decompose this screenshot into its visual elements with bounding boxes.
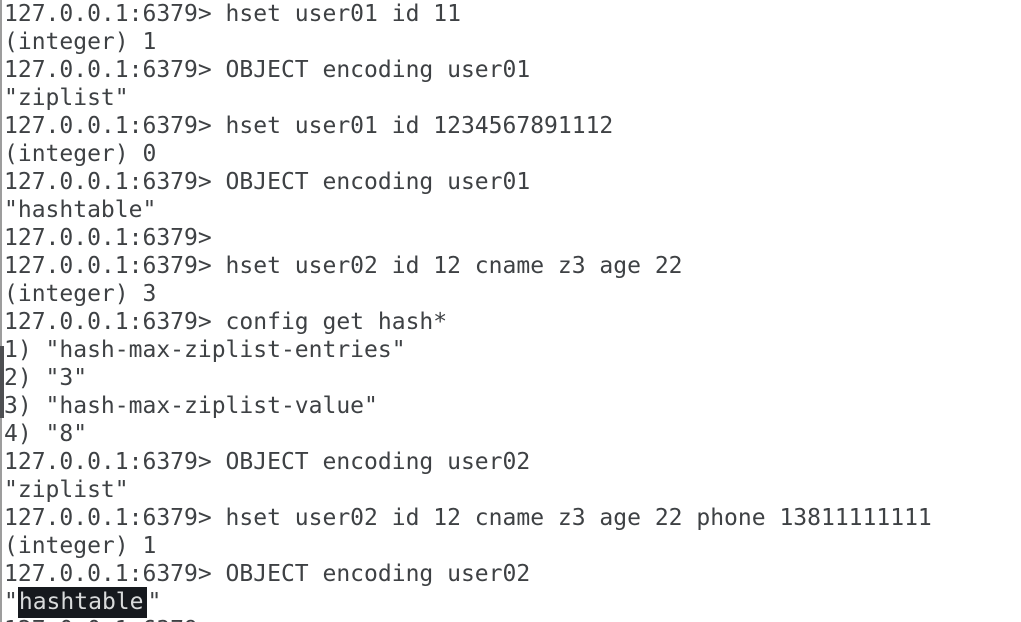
terminal-line: 127.0.0.1:6379> OBJECT encoding user02 (4, 448, 1021, 476)
scrollbar-rail[interactable] (0, 0, 2, 622)
terminal-line: "hashtable" (4, 196, 1021, 224)
terminal-text: 127.0.0.1:6379> config get hash* (4, 309, 448, 335)
terminal-line: (integer) 1 (4, 532, 1021, 560)
terminal-text: 4) "8" (4, 421, 88, 447)
terminal-text: 127.0.0.1:6379> hset user01 id 123456789… (4, 113, 614, 139)
terminal-text: " (4, 589, 18, 615)
terminal-line: 127.0.0.1:6379> hset user01 id 11 (4, 0, 1021, 28)
terminal-text: "ziplist" (4, 477, 129, 503)
terminal-text: 127.0.0.1:6379> OBJECT encoding user02 (4, 561, 531, 587)
terminal-text: "ziplist" (4, 85, 129, 111)
terminal-text: 3) "hash-max-ziplist-value" (4, 393, 378, 419)
terminal-text: 127.0.0.1:6379> OBJECT encoding user02 (4, 449, 531, 475)
terminal-line: "ziplist" (4, 84, 1021, 112)
terminal-line: (integer) 0 (4, 140, 1021, 168)
terminal-line: (integer) 3 (4, 280, 1021, 308)
terminal-line: 127.0.0.1:6379> OBJECT encoding user02 (4, 560, 1021, 588)
terminal-line: 1) "hash-max-ziplist-entries" (4, 336, 1021, 364)
terminal-text: 127.0.0.1:6379> hset user01 id 11 (4, 1, 461, 27)
terminal-line: 2) "3" (4, 364, 1021, 392)
terminal-line: 127.0.0.1:6379> hset user02 id 12 cname … (4, 252, 1021, 280)
terminal-line: (integer) 1 (4, 28, 1021, 56)
terminal-text: "hashtable" (4, 197, 157, 223)
terminal-text: (integer) 1 (4, 29, 157, 55)
terminal-text: 127.0.0.1:6379> OBJECT encoding user01 (4, 169, 531, 195)
scrollbar-thumb[interactable] (0, 346, 4, 418)
terminal-text: (integer) 0 (4, 141, 157, 167)
terminal-text: " (147, 589, 162, 615)
terminal-text: 127.0.0.1:6379> (4, 225, 212, 251)
terminal-line: "hashtable" (4, 587, 1021, 618)
terminal-text: 127.0.0.1:6379> hset user02 id 12 cname … (4, 505, 932, 531)
terminal-line: 3) "hash-max-ziplist-value" (4, 392, 1021, 420)
terminal-line-partial: 127.0.0.1:6379> (4, 616, 1021, 622)
terminal-text: 127.0.0.1:6379> OBJECT encoding user01 (4, 57, 531, 83)
terminal-text: (integer) 3 (4, 281, 157, 307)
terminal-text: 127.0.0.1:6379> hset user02 id 12 cname … (4, 253, 683, 279)
terminal-text: 127.0.0.1:6379> (4, 617, 212, 622)
terminal-line: "ziplist" (4, 476, 1021, 504)
terminal-line: 127.0.0.1:6379> (4, 224, 1021, 252)
selected-text: hashtable (17, 587, 148, 618)
terminal-text: 1) "hash-max-ziplist-entries" (4, 337, 406, 363)
terminal-line: 127.0.0.1:6379> OBJECT encoding user01 (4, 56, 1021, 84)
terminal-text: 2) "3" (4, 365, 88, 391)
terminal-line: 127.0.0.1:6379> OBJECT encoding user01 (4, 168, 1021, 196)
terminal-line: 127.0.0.1:6379> hset user01 id 123456789… (4, 112, 1021, 140)
terminal-text: (integer) 1 (4, 533, 157, 559)
terminal-line: 127.0.0.1:6379> hset user02 id 12 cname … (4, 504, 1021, 532)
terminal-line: 127.0.0.1:6379> config get hash* (4, 308, 1021, 336)
terminal-line: 4) "8" (4, 420, 1021, 448)
